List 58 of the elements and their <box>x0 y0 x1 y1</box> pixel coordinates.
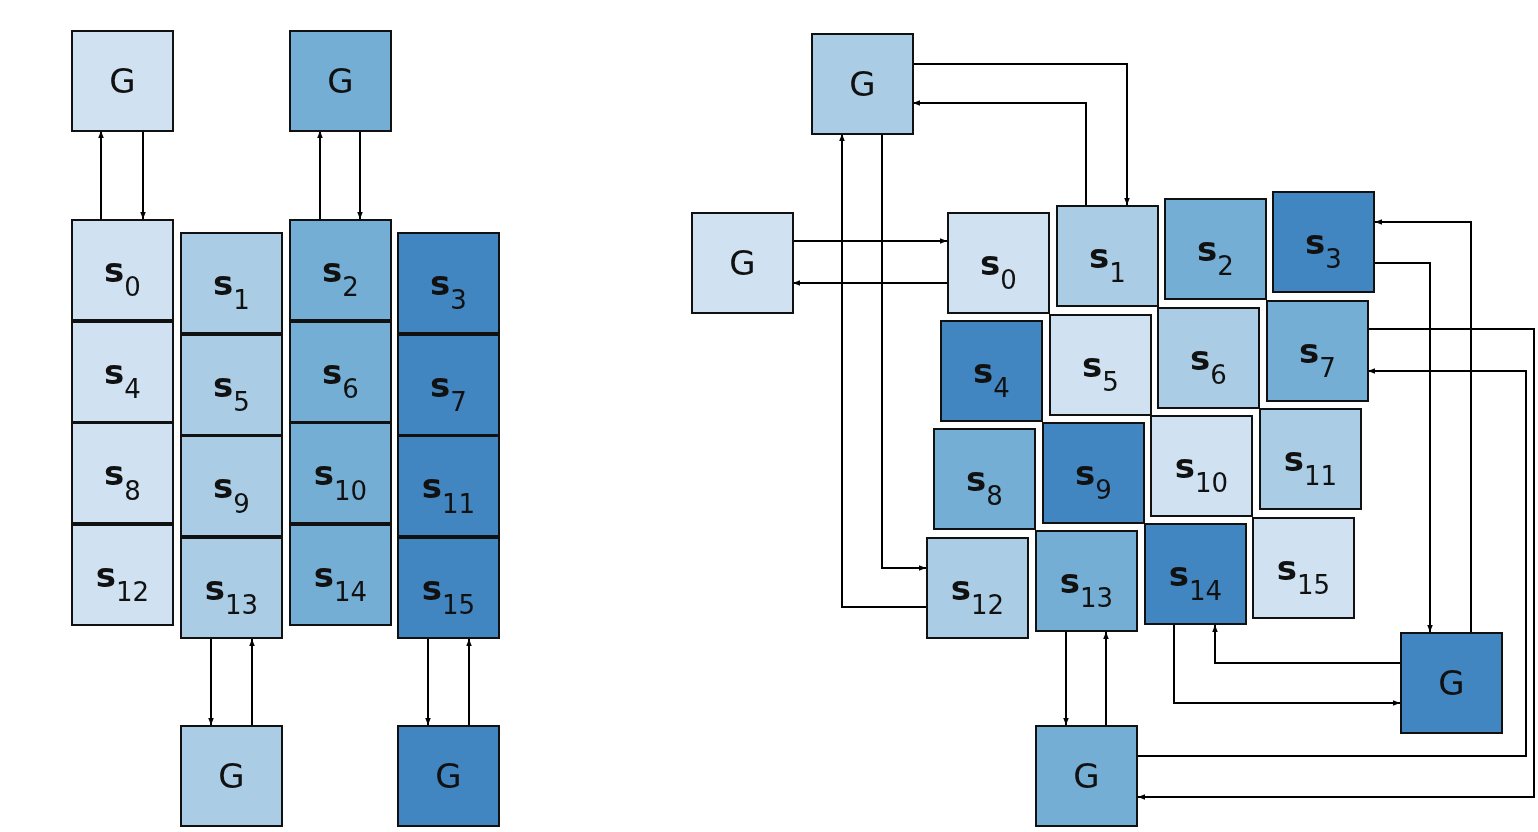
state-box: s$_{15}$ <box>1252 517 1355 619</box>
state-box: s$_{10}$ <box>289 422 392 525</box>
state-box: s$_{13}$ <box>1035 530 1138 632</box>
arrow <box>425 638 431 726</box>
state-box: s$_{11}$ <box>397 435 500 538</box>
state-box: s$_{2}$ <box>289 219 392 321</box>
state-box: s$_{13}$ <box>180 537 283 640</box>
state-box: G <box>1035 725 1138 827</box>
state-box: s$_{6}$ <box>1157 307 1260 409</box>
arrow <box>1063 631 1069 726</box>
state-box: s$_{8}$ <box>933 428 1036 530</box>
arrow <box>1103 631 1109 726</box>
state-box: G <box>811 33 914 135</box>
state-box: G <box>289 30 392 132</box>
arrow <box>839 133 927 608</box>
state-box: G <box>397 725 500 827</box>
state-box: s$_{11}$ <box>1259 408 1362 510</box>
state-box: s$_{10}$ <box>1150 415 1253 517</box>
state-box: s$_{15}$ <box>397 537 500 640</box>
arrow <box>1137 368 1527 757</box>
arrow <box>1137 328 1535 800</box>
state-box: s$_{2}$ <box>1164 198 1267 300</box>
arrow <box>249 638 255 726</box>
arrow <box>98 130 104 220</box>
arrow <box>1212 624 1401 664</box>
arrow <box>1173 624 1401 706</box>
state-box: s$_{12}$ <box>71 524 174 627</box>
state-box: s$_{5}$ <box>1049 314 1152 416</box>
state-box: s$_{14}$ <box>289 524 392 627</box>
state-box: G <box>180 725 283 827</box>
state-box: s$_{4}$ <box>71 320 174 423</box>
state-box: G <box>71 30 174 132</box>
state-box: s$_{1}$ <box>180 232 283 334</box>
arrow <box>881 133 927 571</box>
state-box: s$_{5}$ <box>180 333 283 436</box>
state-box: s$_{9}$ <box>180 435 283 538</box>
state-box: s$_{3}$ <box>1272 191 1375 293</box>
state-box: s$_{14}$ <box>1144 523 1247 625</box>
state-box: s$_{12}$ <box>926 537 1029 639</box>
state-box: s$_{0}$ <box>71 219 174 321</box>
arrow <box>317 130 323 220</box>
state-box: s$_{1}$ <box>1056 205 1159 307</box>
state-box: s$_{0}$ <box>947 212 1050 314</box>
state-box: s$_{3}$ <box>397 232 500 334</box>
state-box: s$_{7}$ <box>397 333 500 436</box>
state-box: G <box>691 212 794 314</box>
state-box: G <box>1400 632 1503 734</box>
arrow <box>1374 219 1472 633</box>
arrow <box>1374 262 1433 633</box>
state-box: s$_{6}$ <box>289 320 392 423</box>
state-box: s$_{7}$ <box>1266 300 1369 402</box>
arrow <box>140 130 146 220</box>
arrow <box>357 130 363 220</box>
arrow <box>208 638 214 726</box>
arrow <box>466 638 472 726</box>
state-box: s$_{8}$ <box>71 422 174 525</box>
state-box: s$_{4}$ <box>940 320 1043 422</box>
state-box: s$_{9}$ <box>1042 422 1145 524</box>
